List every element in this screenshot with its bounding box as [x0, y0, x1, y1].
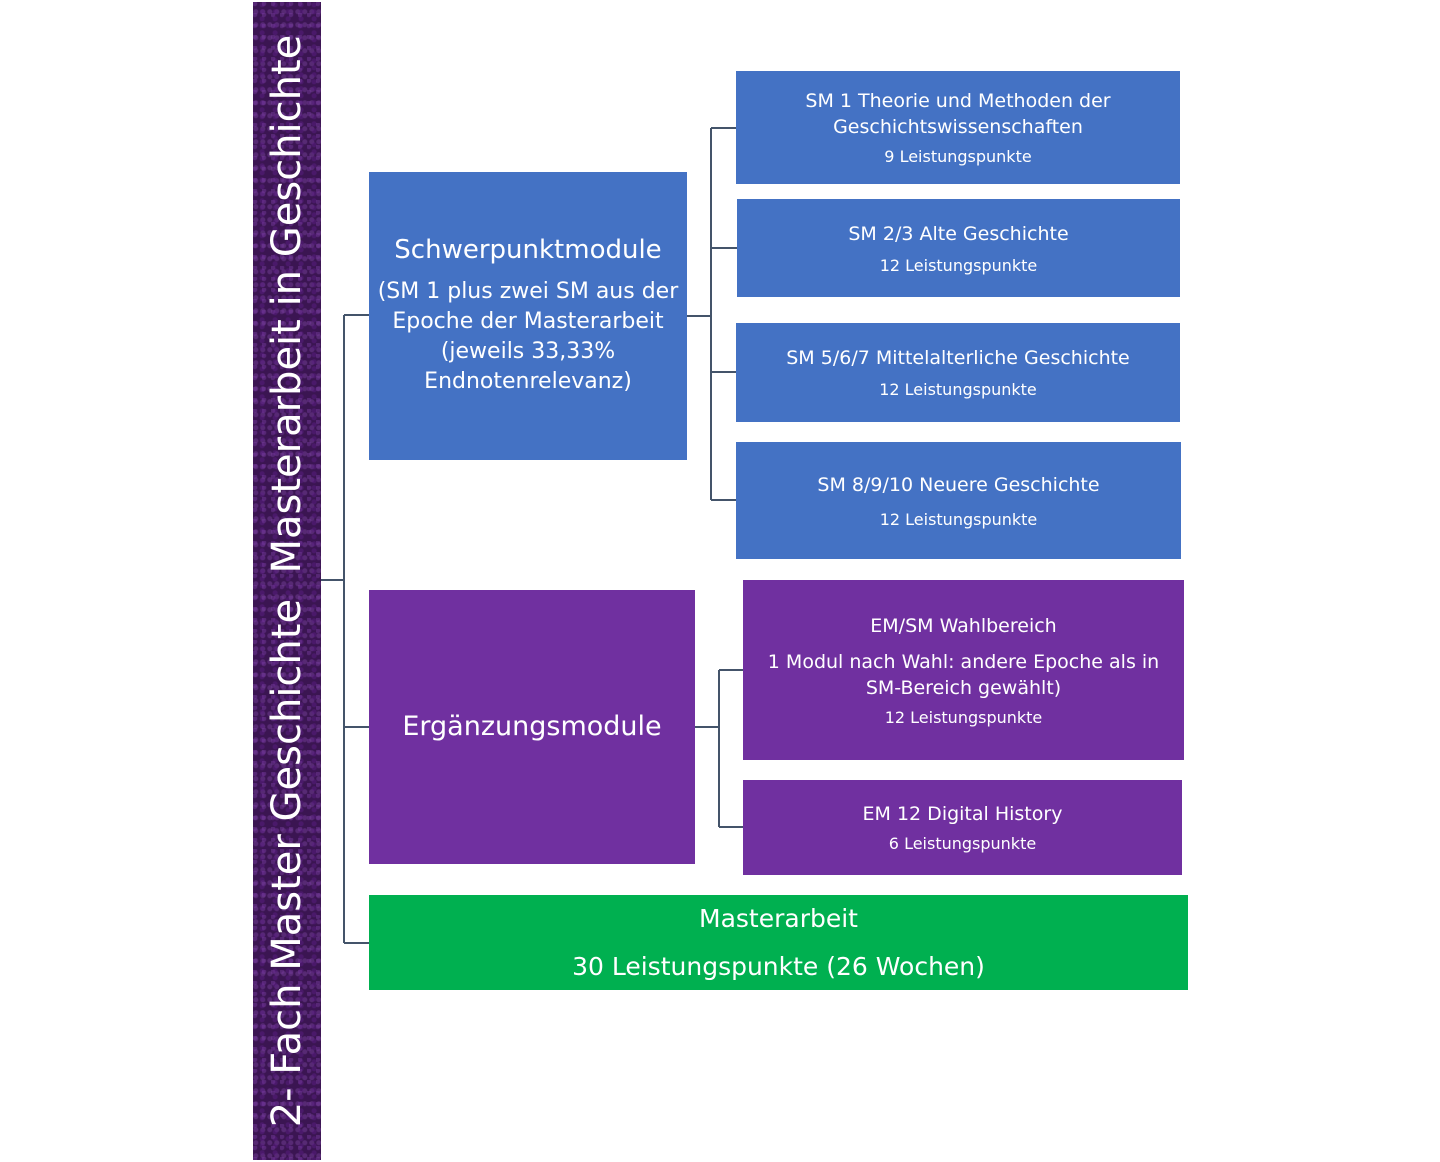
module-points: 6 Leistungspunkte: [888, 834, 1037, 853]
module-em-wahlbereich: EM/SM Wahlbereich 1 Modul nach Wahl: and…: [743, 580, 1184, 760]
module-title: SM 2/3 Alte Geschichte: [848, 222, 1069, 245]
module-title: SM 1 Theorie und Methoden der Geschichts…: [805, 90, 1111, 138]
ergaenzung-title: Ergänzungsmodule: [402, 711, 662, 742]
module-sm23: SM 2/3 Alte Geschichte 12 Leistungspunkt…: [737, 199, 1180, 297]
masterarbeit-box: Masterarbeit 30 Leistungspunkte (26 Woch…: [369, 895, 1188, 990]
module-title: SM 8/9/10 Neuere Geschichte: [817, 473, 1100, 496]
masterarbeit-title: Masterarbeit: [699, 903, 858, 933]
module-points: 12 Leistungspunkte: [879, 509, 1038, 529]
module-points: 12 Leistungspunkte: [884, 707, 1043, 727]
module-title: EM 12 Digital History: [862, 803, 1063, 825]
module-sm8910: SM 8/9/10 Neuere Geschichte 12 Leistungs…: [736, 442, 1181, 559]
root-node: 2- Fach Master Geschichte Masterarbeit i…: [253, 2, 321, 1160]
module-points: 9 Leistungspunkte: [884, 147, 1032, 166]
module-description: 1 Modul nach Wahl: andere Epoche als in …: [767, 650, 1160, 699]
ergaenzung-box: Ergänzungsmodule: [369, 590, 695, 864]
module-sm567: SM 5/6/7 Mittelalterliche Geschichte 12 …: [736, 323, 1180, 422]
module-title: SM 5/6/7 Mittelalterliche Geschichte: [786, 347, 1130, 369]
module-title: EM/SM Wahlbereich: [870, 614, 1057, 637]
module-points: 12 Leistungspunkte: [879, 255, 1038, 275]
schwerpunkt-box: Schwerpunktmodule (SM 1 plus zwei SM aus…: [369, 172, 687, 460]
schwerpunkt-title: Schwerpunktmodule: [394, 235, 662, 265]
module-points: 12 Leistungspunkte: [879, 380, 1037, 399]
module-sm1: SM 1 Theorie und Methoden der Geschichts…: [736, 71, 1180, 184]
schwerpunkt-subtitle: (SM 1 plus zwei SM aus der Epoche der Ma…: [377, 279, 679, 394]
module-em12: EM 12 Digital History 6 Leistungspunkte: [743, 780, 1182, 875]
masterarbeit-points: 30 Leistungspunkte (26 Wochen): [572, 951, 985, 981]
